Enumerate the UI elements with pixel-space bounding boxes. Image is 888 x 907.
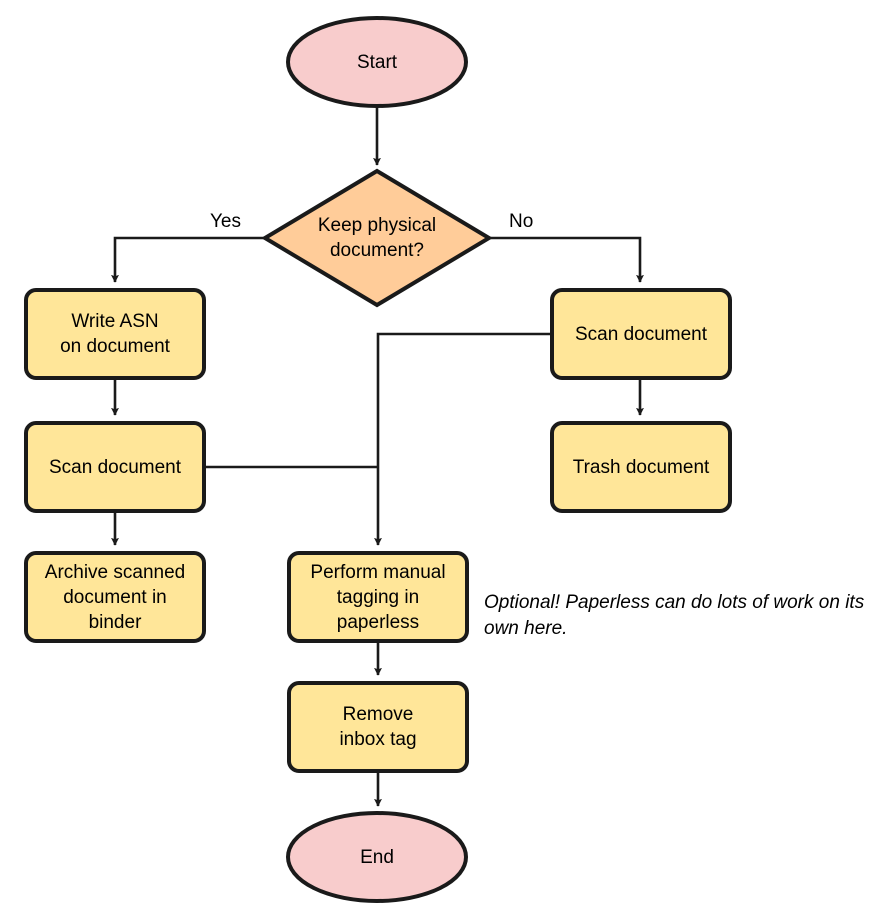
node-archive-scanned-document-in-binder[interactable] (24, 551, 206, 643)
edge-decision-no-to-scan-right (489, 236, 644, 283)
node-perform-manual-tagging-in-paperless[interactable] (287, 551, 469, 643)
edge-label-no: No (509, 211, 534, 232)
node-end[interactable] (286, 811, 468, 903)
node-start[interactable] (286, 16, 468, 108)
node-remove-inbox-tag[interactable] (287, 681, 469, 773)
node-scan-document-left[interactable] (24, 421, 206, 513)
edge-decision-yes-to-write-asn (111, 236, 265, 283)
node-scan-document-right[interactable] (550, 288, 732, 380)
edge-label-yes: Yes (210, 211, 241, 232)
node-trash-document[interactable] (550, 421, 732, 513)
edge-scan-right-to-manual-tagging (374, 332, 552, 546)
node-write-asn-on-document[interactable] (24, 288, 206, 380)
node-keep-physical-document[interactable] (261, 168, 493, 308)
optional-note-text: Optional! Paperless can do lots of work … (484, 592, 865, 639)
